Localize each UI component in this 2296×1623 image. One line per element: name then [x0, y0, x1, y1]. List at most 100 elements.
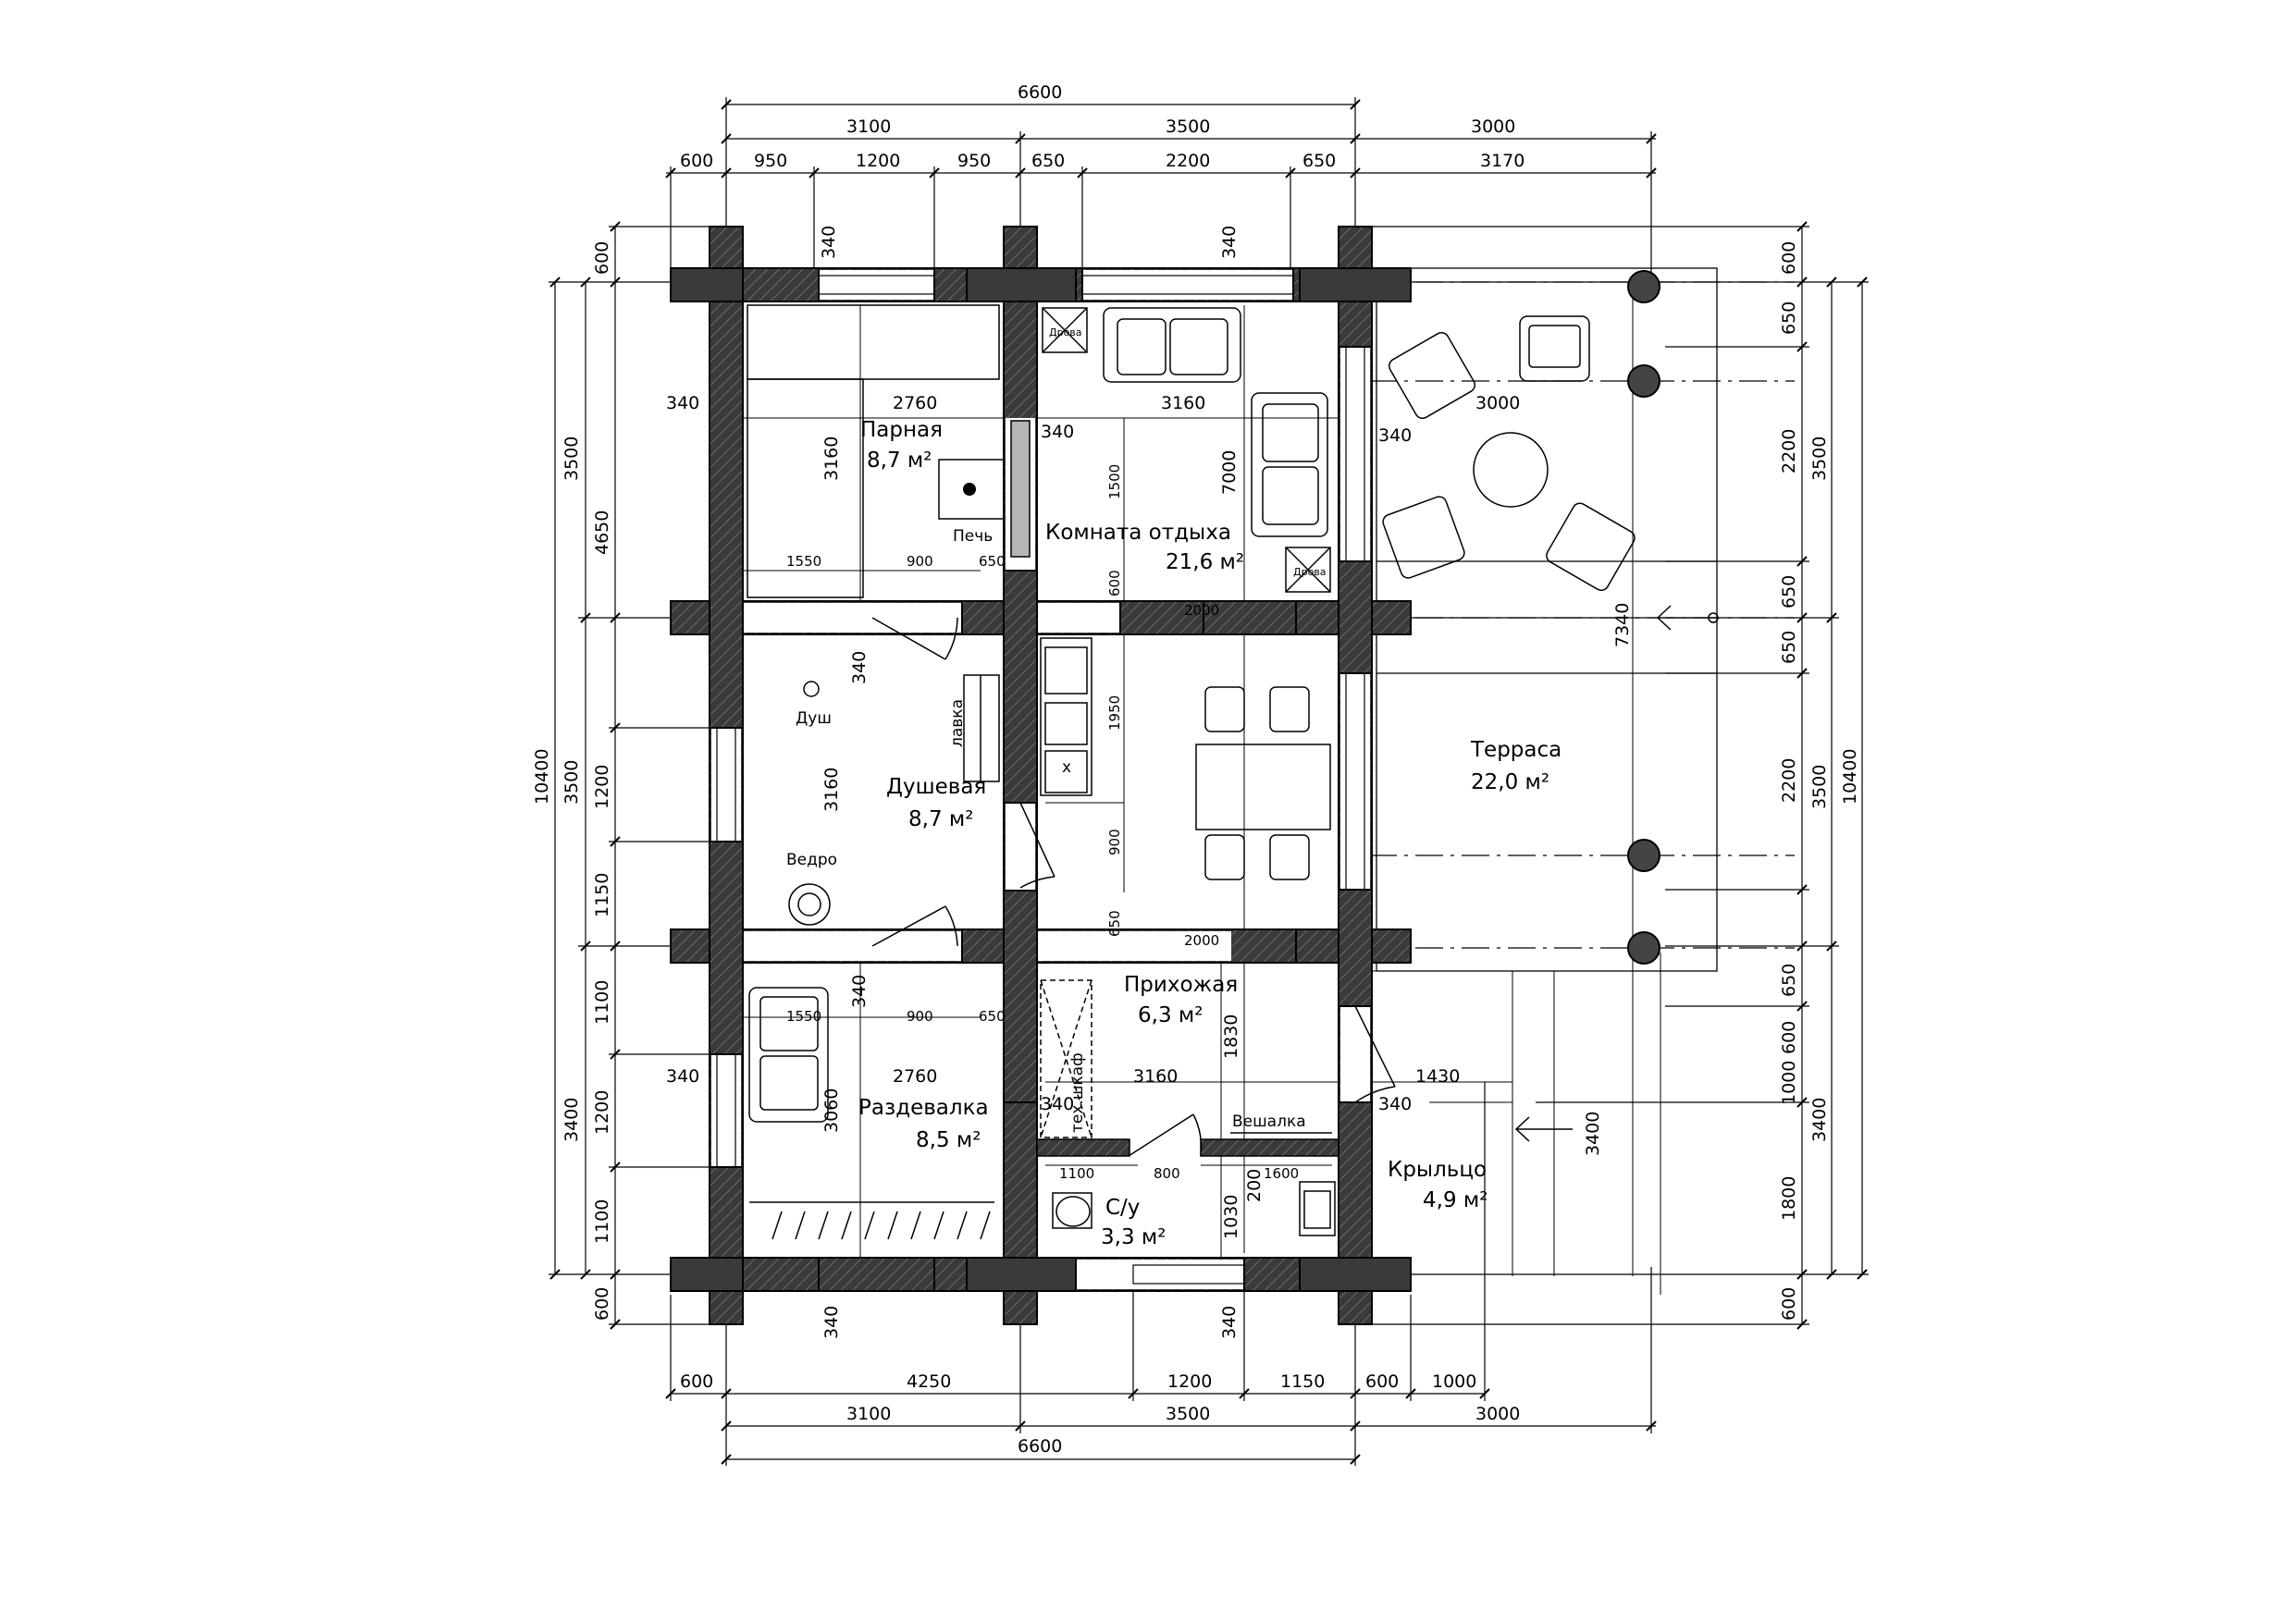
dimension-lines [549, 97, 1869, 1466]
stove-burner [963, 483, 976, 496]
dim-r2760a: 2760 [893, 393, 937, 413]
dim-d900b: 900 [907, 1008, 933, 1025]
dim-top2-0: 3100 [846, 117, 891, 137]
dim-v200: 200 [1244, 1169, 1265, 1202]
dim-bot1-0: 600 [680, 1371, 713, 1392]
terrace-post [1627, 270, 1660, 303]
room-name-dushevaya: Душевая [886, 775, 986, 799]
inner-dimension-texts: 340 340 340 2760 3160 3000 340 340 3160 … [666, 226, 1633, 1339]
changing-sofa [748, 987, 829, 1123]
interior-guide-lines [726, 277, 1661, 1295]
dim-w340e: 340 [1378, 425, 1412, 446]
dim-v7000: 7000 [1219, 450, 1240, 495]
dim-top3-1: 950 [754, 151, 787, 171]
dim-d1550a: 1550 [786, 553, 821, 570]
dim-right-mid-0: 3500 [1809, 436, 1830, 481]
wall-corners [670, 267, 1412, 1292]
terrace-post [1627, 839, 1660, 872]
dim-h2000a: 2000 [1184, 602, 1219, 619]
kitchen-counter [1040, 637, 1092, 796]
dim-left-4650: 4650 [592, 510, 612, 555]
dim-left-inner-6: 600 [592, 1287, 612, 1321]
room-area-dushevaya: 8,7 м² [908, 807, 973, 831]
dim-w340c: 340 [666, 393, 699, 413]
dim-left-inner-3: 1100 [592, 980, 612, 1025]
dim-v1950: 1950 [1106, 695, 1123, 731]
dim-top3-3: 950 [957, 151, 991, 171]
dim-left-outer: 10400 [532, 749, 552, 805]
dim-left-inner-1: 1200 [592, 765, 612, 809]
dim-w340k: 340 [821, 1306, 842, 1339]
dim-left-inner-0: 600 [592, 241, 612, 275]
dim-v1830: 1830 [1221, 1014, 1241, 1059]
dim-v3060: 3060 [821, 1088, 842, 1133]
dim-v1030: 1030 [1221, 1195, 1241, 1239]
chair [1204, 834, 1245, 880]
room-name-razdevalka: Раздевалка [858, 1096, 989, 1120]
lavka-bench [963, 674, 1000, 782]
dim-left-mid-2: 3400 [562, 1098, 582, 1142]
partition-steam [1010, 420, 1031, 558]
terrace-chair [1519, 315, 1590, 382]
terrace-chair [1382, 496, 1465, 579]
label-drova2: Дрова [1293, 566, 1327, 578]
dim-v3400: 3400 [1583, 1112, 1603, 1156]
dim-bot1-2: 1200 [1167, 1371, 1212, 1392]
dim-top3-0: 600 [680, 151, 713, 171]
dim-w340g: 340 [849, 975, 870, 1008]
dim-v650: 650 [1106, 910, 1123, 937]
dim-left-inner-2: 1150 [592, 873, 612, 917]
dim-d650b: 650 [979, 1008, 1006, 1025]
dim-right-mid-2: 3400 [1809, 1098, 1830, 1142]
dim-left-mid-0: 3500 [562, 436, 582, 481]
tech-closet [1040, 979, 1092, 1138]
dim-left-inner-5: 1100 [592, 1199, 612, 1244]
dim-h2000b: 2000 [1184, 932, 1219, 949]
terrace-frame [1376, 267, 1718, 972]
dimension-texts: 6600 3100 3500 3000 600 950 1200 950 650… [532, 82, 1860, 1457]
stove [938, 459, 1005, 520]
room-area-su: 3,3 м² [1101, 1225, 1166, 1249]
firewood-box-2 [1285, 547, 1331, 593]
terrace-axis-dashed [1369, 281, 1795, 949]
terrace-chair [1546, 502, 1636, 591]
bench-upper [747, 304, 1000, 380]
dim-r3160b: 3160 [1133, 1066, 1178, 1087]
dim-right-inner-1: 650 [1779, 301, 1799, 335]
toilet [1052, 1192, 1092, 1229]
dim-bot1-3: 1150 [1280, 1371, 1325, 1392]
dimension-ticks [549, 99, 1868, 1465]
dim-right-outer: 10400 [1840, 749, 1860, 805]
dim-bot2-2: 3000 [1475, 1404, 1520, 1424]
bench-lower [747, 378, 864, 598]
terrace-posts [1627, 270, 1660, 965]
label-drova1: Дрова [1049, 326, 1082, 338]
dim-right-mid-1: 3500 [1809, 765, 1830, 809]
room-name-terrasa: Терраса [1470, 738, 1562, 762]
room-name-su: С/у [1105, 1196, 1140, 1220]
dim-v600: 600 [1106, 570, 1123, 596]
room-name-komnata: Комната отдыха [1045, 521, 1231, 545]
dim-v900: 900 [1106, 829, 1123, 855]
dim-top3-4: 650 [1031, 151, 1065, 171]
room-name-kryltso: Крыльцо [1388, 1158, 1487, 1182]
furniture [747, 304, 1636, 1236]
dim-d1550b: 1550 [786, 1008, 821, 1025]
room-name-parnaya: Парная [860, 418, 943, 442]
bucket [788, 883, 831, 926]
dim-bot1-5: 1000 [1432, 1371, 1476, 1392]
dim-bot1-4: 600 [1365, 1371, 1399, 1392]
dim-w340b: 340 [1219, 226, 1240, 259]
shower-head [803, 681, 820, 697]
dim-h1600: 1600 [1264, 1165, 1299, 1182]
wash-basin [1299, 1181, 1336, 1236]
dim-right-inner-9: 1800 [1779, 1176, 1799, 1221]
dim-d650a: 650 [979, 553, 1006, 570]
terrace-table [1473, 432, 1549, 508]
hangers [772, 1211, 991, 1240]
label-vedro: Ведро [786, 851, 837, 869]
room-area-parnaya: 8,7 м² [867, 449, 932, 473]
openings [711, 270, 1370, 1289]
room-area-kryltso: 4,9 м² [1423, 1188, 1487, 1212]
